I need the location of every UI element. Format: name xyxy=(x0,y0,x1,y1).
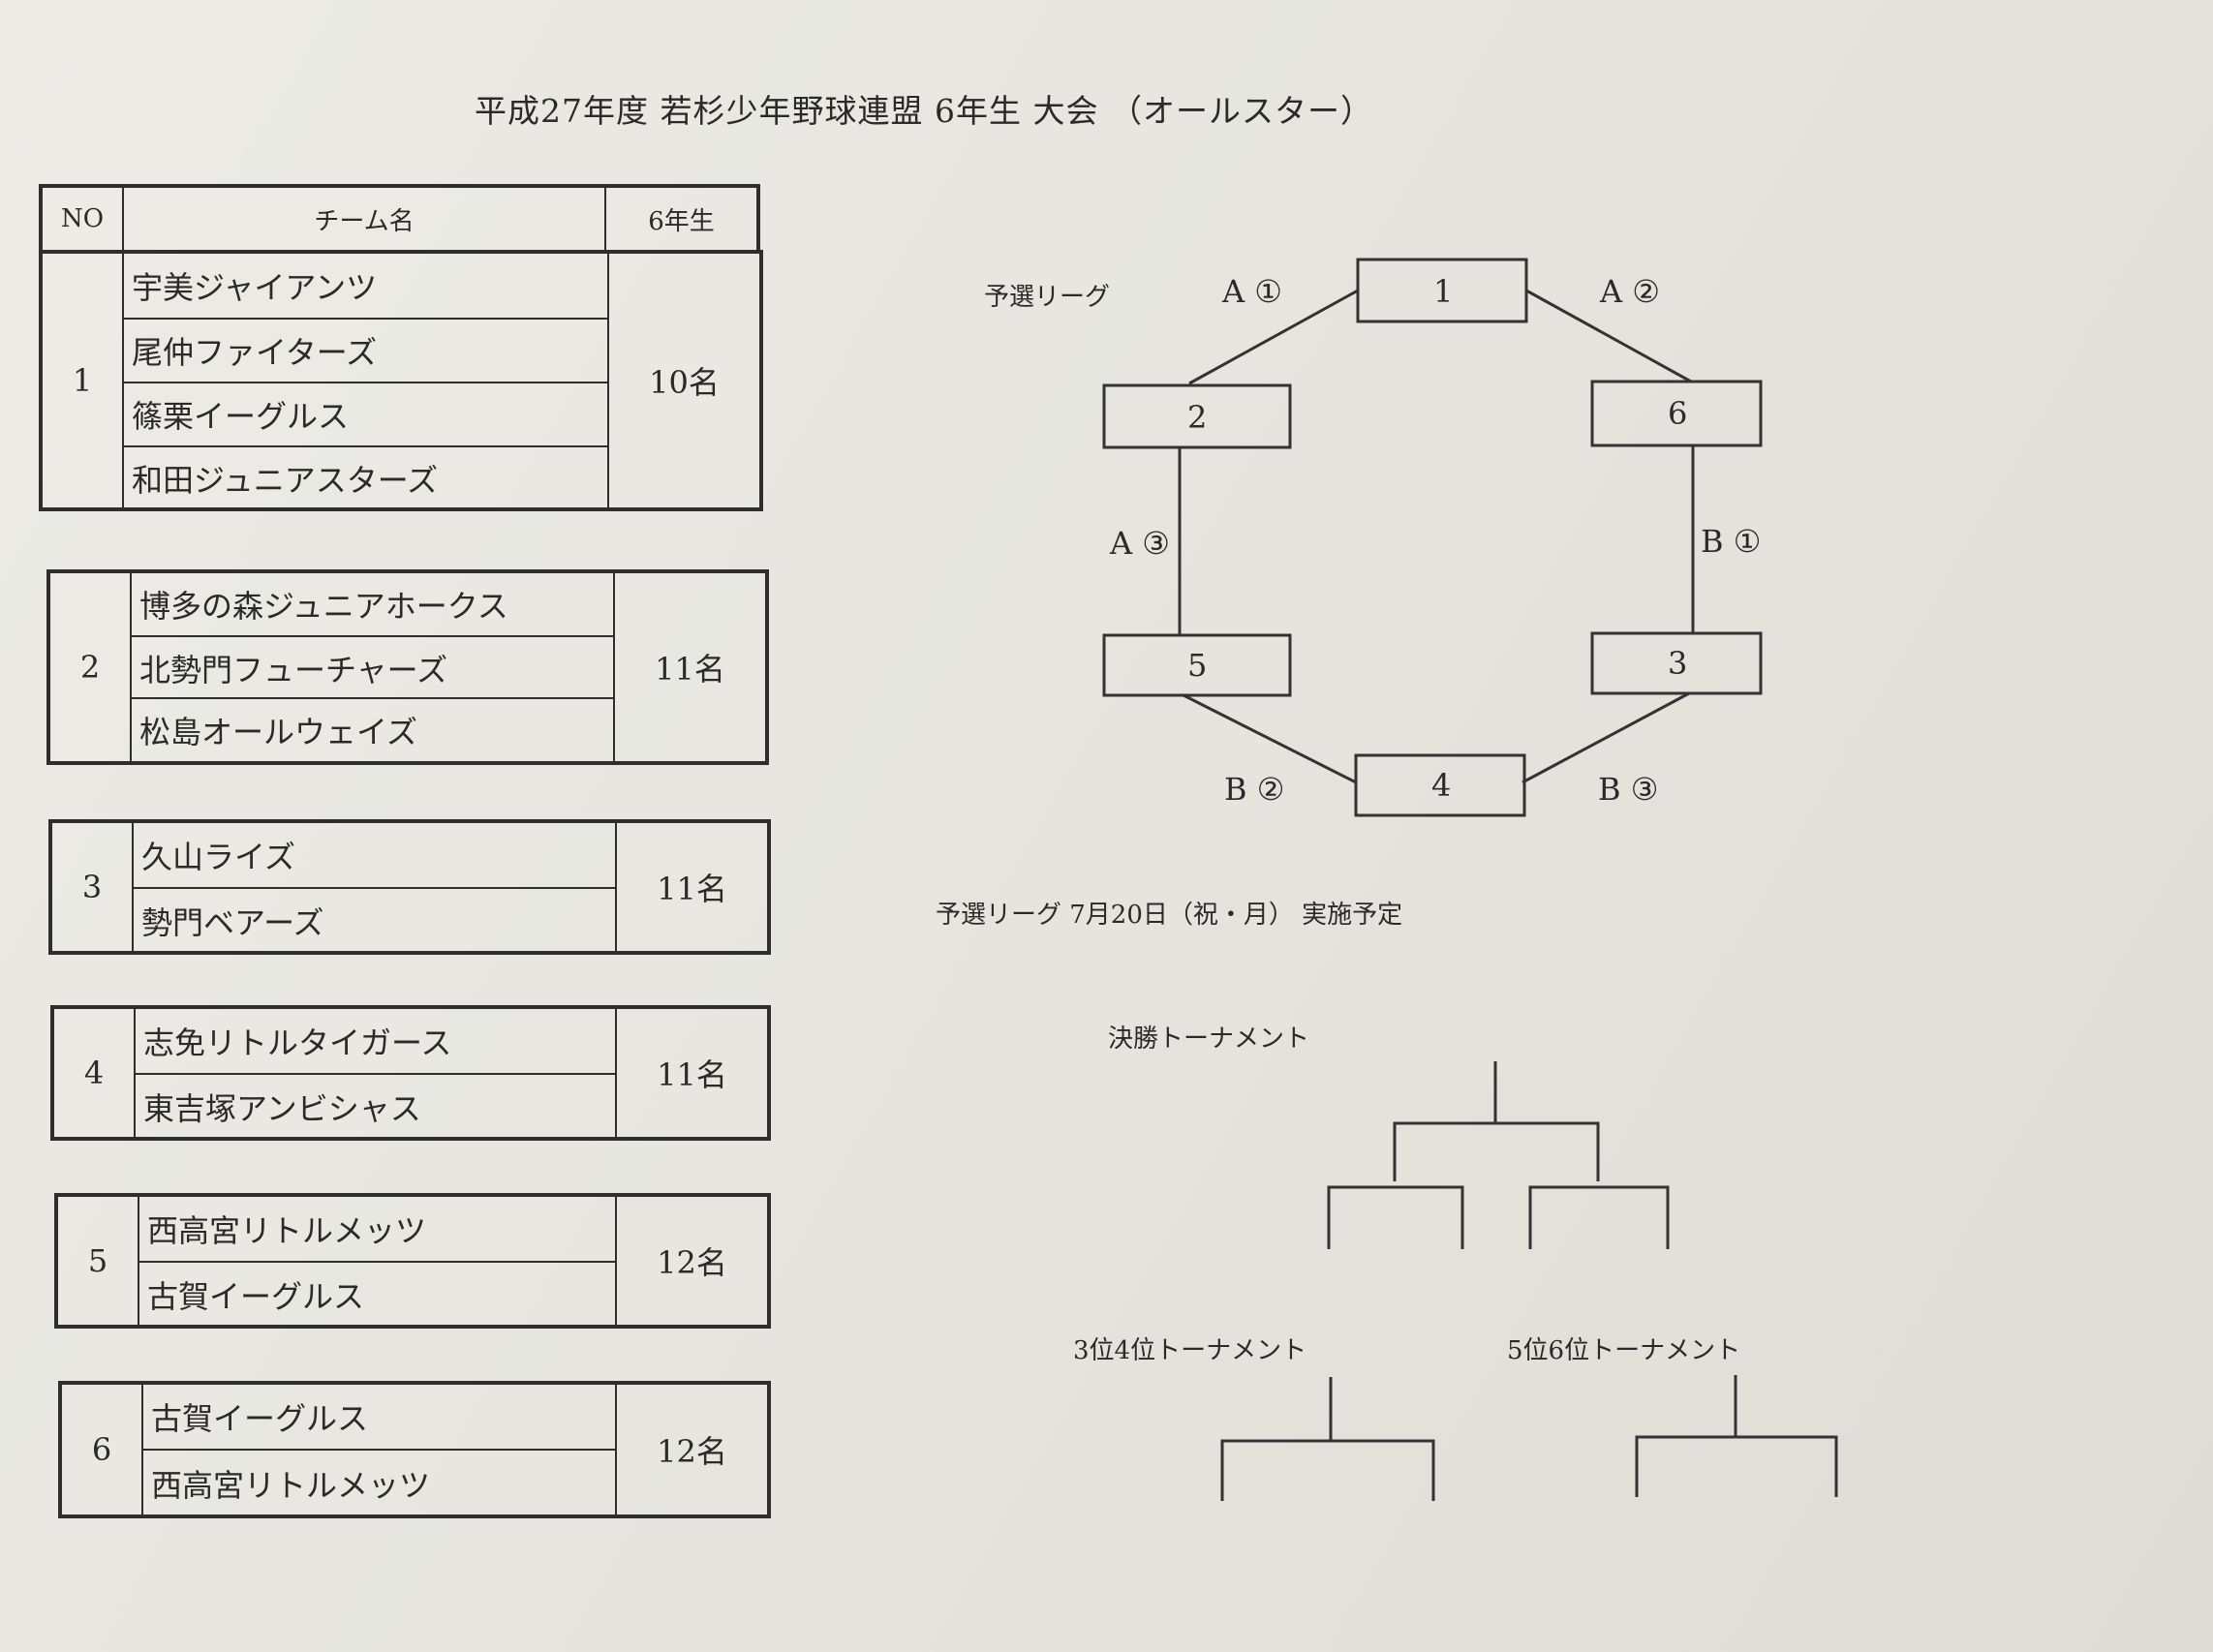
group-number: 4 xyxy=(54,1009,136,1137)
player-count: 11名 xyxy=(615,1009,767,1137)
league-box-5 xyxy=(1102,633,1292,697)
league-box-4-label: 4 xyxy=(1431,767,1452,804)
league-box-1-label: 1 xyxy=(1433,273,1454,310)
third-fourth-bracket xyxy=(1220,1377,1435,1501)
team-name: 久山ライズ xyxy=(141,839,296,875)
fifth-sixth-heading: 5位6位トーナメント xyxy=(1507,1336,1741,1365)
team-group-4: 4 志免リトルタイガース 東吉塚アンビシャス 11名 xyxy=(50,1005,771,1141)
team-name: 西高宮リトルメッツ xyxy=(143,1449,615,1516)
team-name: 古賀イーグルス xyxy=(151,1400,369,1437)
player-count: 12名 xyxy=(615,1197,767,1325)
player-count: 11名 xyxy=(613,573,765,761)
edge-label-a2: A ② xyxy=(1600,273,1660,310)
group-number: 3 xyxy=(52,823,134,951)
league-box-3 xyxy=(1590,631,1763,695)
group-number: 6 xyxy=(62,1385,143,1514)
player-count: 10名 xyxy=(607,254,759,507)
league-box-4 xyxy=(1354,753,1526,817)
group-number: 1 xyxy=(43,254,124,507)
edge-label-b2: B ② xyxy=(1224,771,1285,808)
edge-a2 xyxy=(1525,289,1692,383)
edge-b2 xyxy=(1183,693,1357,784)
league-heading: 予選リーグ xyxy=(984,283,1111,312)
team-name: 古賀イーグルス xyxy=(139,1261,615,1327)
league-box-6-label: 6 xyxy=(1668,395,1688,432)
header-count: 6年生 xyxy=(604,188,756,250)
header-team-name: チーム名 xyxy=(314,206,415,236)
team-name: 宇美ジャイアンツ xyxy=(132,269,378,306)
team-group-1: 1 宇美ジャイアンツ 尾仲ファイターズ 篠栗イーグルス 和田ジュニアスターズ 1… xyxy=(39,250,763,511)
league-box-5-label: 5 xyxy=(1187,647,1208,684)
document-title: 平成27年度 若杉少年野球連盟 6年生 大会 （オールスター） xyxy=(475,92,1373,130)
team-name: 北勢門フューチャーズ xyxy=(132,635,613,699)
group-number: 2 xyxy=(50,573,132,761)
team-group-6: 6 古賀イーグルス 西高宮リトルメッツ 12名 xyxy=(58,1381,771,1518)
league-box-6 xyxy=(1590,380,1763,447)
team-name: 西高宮リトルメッツ xyxy=(147,1212,427,1249)
edge-label-a1: A ① xyxy=(1222,273,1282,310)
team-name: 和田ジュニアスターズ xyxy=(124,445,607,509)
team-name: 勢門ベアーズ xyxy=(134,887,615,953)
player-count: 12名 xyxy=(615,1385,767,1514)
team-name: 篠栗イーグルス xyxy=(124,382,607,445)
league-box-1 xyxy=(1356,258,1528,323)
fifth-sixth-bracket xyxy=(1635,1375,1838,1497)
team-group-5: 5 西高宮リトルメッツ 古賀イーグルス 12名 xyxy=(54,1193,771,1329)
player-count: 11名 xyxy=(615,823,767,951)
edge-a1 xyxy=(1188,289,1359,385)
league-box-3-label: 3 xyxy=(1668,645,1688,682)
team-table-header: NO チーム名 6年生 xyxy=(39,184,760,254)
team-name: 志免リトルタイガース xyxy=(143,1025,452,1061)
team-group-3: 3 久山ライズ 勢門ベアーズ 11名 xyxy=(48,819,771,955)
league-box-2 xyxy=(1102,383,1292,449)
team-name: 東吉塚アンビシャス xyxy=(136,1073,615,1139)
group-number: 5 xyxy=(58,1197,139,1325)
team-group-2: 2 博多の森ジュニアホークス 北勢門フューチャーズ 松島オールウェイズ 11名 xyxy=(46,569,769,765)
league-schedule: 予選リーグ 7月20日（祝・月） 実施予定 xyxy=(936,901,1403,930)
edge-label-b3: B ③ xyxy=(1598,771,1659,808)
edge-label-b1: B ① xyxy=(1701,523,1762,560)
final-tournament-heading: 決勝トーナメント xyxy=(1108,1025,1310,1054)
team-name: 尾仲ファイターズ xyxy=(124,318,607,382)
header-no: NO xyxy=(43,188,124,250)
edge-b3 xyxy=(1521,691,1690,784)
team-name: 松島オールウェイズ xyxy=(132,697,613,761)
final-bracket xyxy=(1327,1061,1670,1249)
league-box-2-label: 2 xyxy=(1187,399,1208,436)
third-fourth-heading: 3位4位トーナメント xyxy=(1073,1336,1307,1365)
team-name: 博多の森ジュニアホークス xyxy=(139,588,508,625)
edge-label-a3: A ③ xyxy=(1110,525,1170,562)
